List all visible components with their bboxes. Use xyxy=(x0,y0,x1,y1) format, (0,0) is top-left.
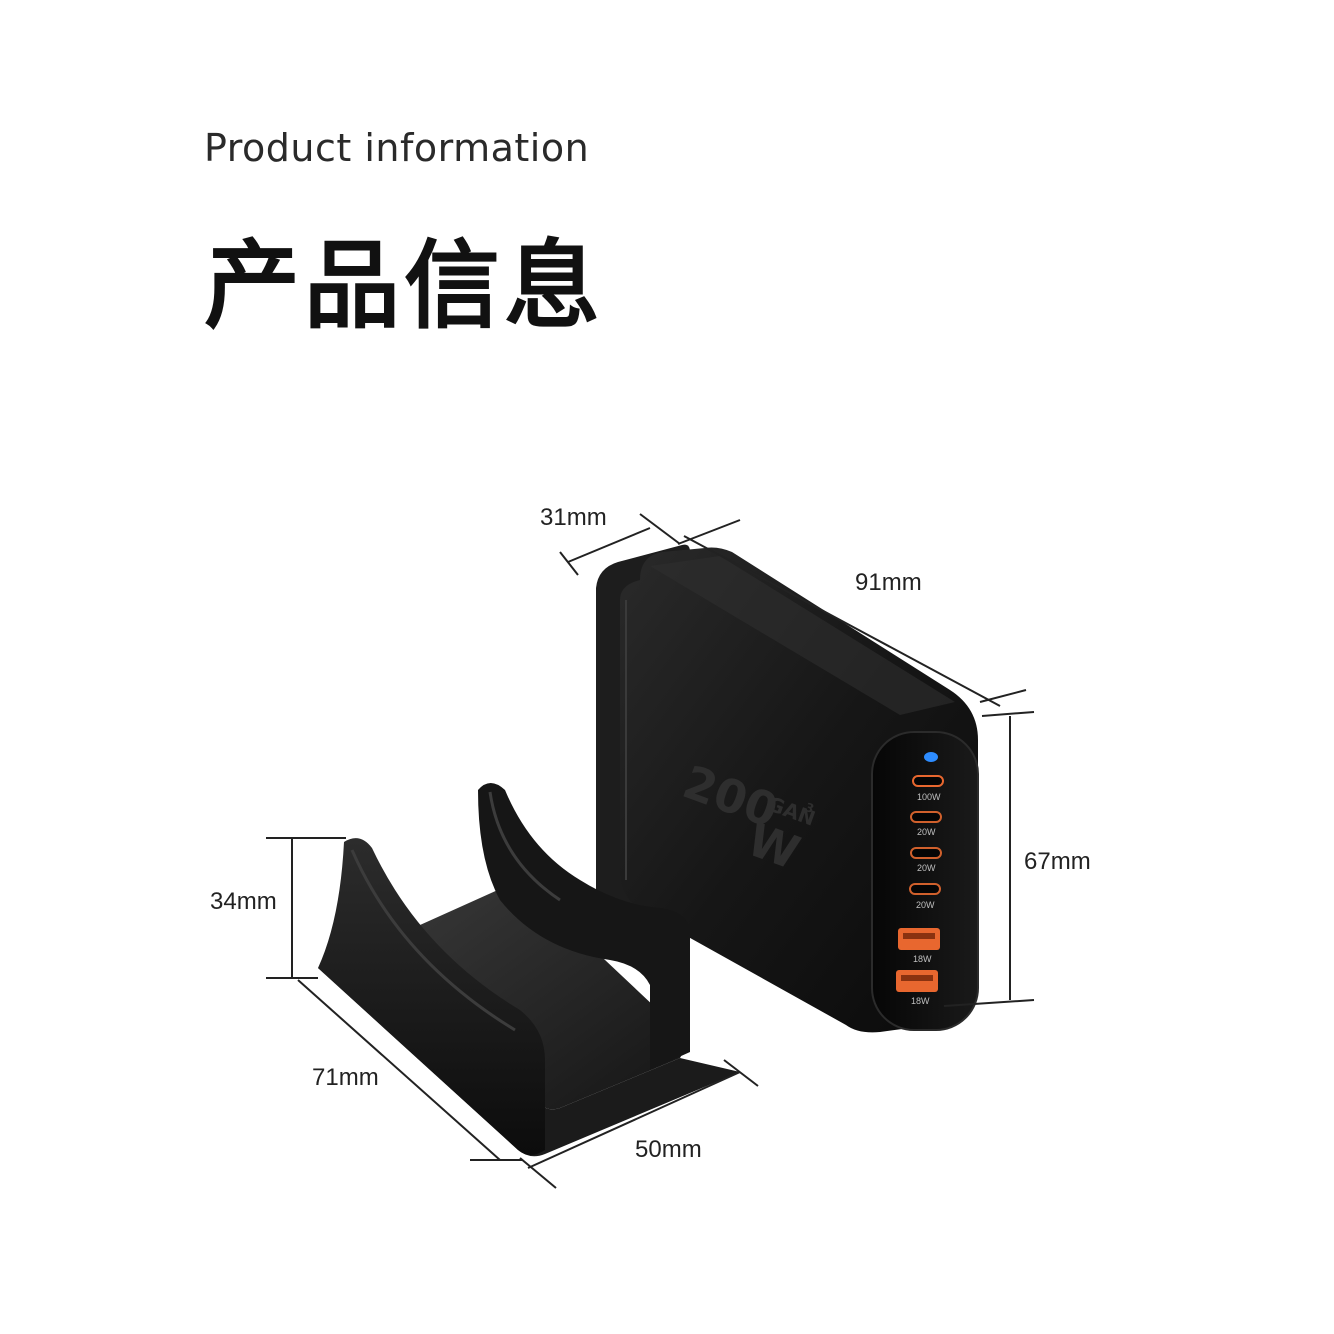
dim-label-stand-width: 50mm xyxy=(635,1136,702,1163)
stand xyxy=(318,783,740,1157)
dimension-lines xyxy=(266,513,1035,1189)
port-label-4: 20W xyxy=(916,900,935,910)
port-label-5: 18W xyxy=(913,954,932,964)
dim-label-charger-height: 67mm xyxy=(1024,848,1091,875)
dim-tick xyxy=(677,519,741,545)
charger: 100W 20W 20W 20W 18W 18W 200 GAN 3 W xyxy=(596,544,979,1033)
page-title-chinese: 产品信息 xyxy=(204,230,604,342)
dim-tick xyxy=(559,551,579,576)
page-title-english: Product information xyxy=(204,126,590,170)
port-usb-c-4 xyxy=(909,883,941,895)
port-label-3: 20W xyxy=(917,863,936,873)
port-usb-c-1 xyxy=(912,775,944,787)
dim-label-stand-height: 34mm xyxy=(210,888,277,915)
port-label-1: 100W xyxy=(917,792,941,802)
dim-tick xyxy=(979,689,1027,703)
dim-tick xyxy=(723,1059,759,1087)
stand-floor xyxy=(372,880,690,1110)
charger-port-panel xyxy=(871,731,979,1031)
indicator-led xyxy=(924,752,938,762)
port-usb-c-3 xyxy=(910,847,942,859)
stand-front-wall xyxy=(318,838,545,1155)
stand-back-wall xyxy=(478,783,690,1070)
dim-label-charger-length: 91mm xyxy=(855,569,922,596)
dim-line-charger-depth xyxy=(567,527,651,563)
dim-line-stand-length xyxy=(297,979,501,1161)
stand-front-wall-highlight xyxy=(350,849,516,1032)
port-label-6: 18W xyxy=(911,996,930,1006)
port-usb-a-2 xyxy=(896,970,938,992)
port-label-2: 20W xyxy=(917,827,936,837)
dim-tick xyxy=(981,711,1035,717)
stand-back-wall-highlight xyxy=(488,791,561,902)
dim-line-charger-length xyxy=(683,535,1001,707)
port-usb-c-2 xyxy=(910,811,942,823)
dim-label-charger-depth: 31mm xyxy=(540,504,607,531)
dim-tick xyxy=(519,1157,557,1189)
charger-top-edge xyxy=(650,556,955,715)
dim-line-stand-width xyxy=(527,1071,741,1169)
dim-tick xyxy=(943,999,1035,1007)
dim-tick xyxy=(639,513,681,545)
port-usb-a-1 xyxy=(898,928,940,950)
dim-label-stand-length: 71mm xyxy=(312,1064,379,1091)
